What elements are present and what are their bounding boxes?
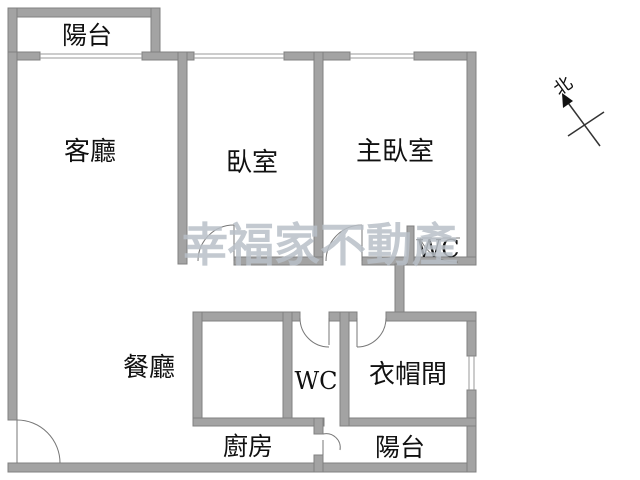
wall-left xyxy=(7,51,18,421)
compass-arrow-head-icon xyxy=(562,93,573,108)
wall-lower-left xyxy=(192,311,203,426)
label-wc: WC xyxy=(294,367,337,395)
wall-right-lower-b xyxy=(466,389,477,473)
wall-balcony-bottom-left-2 xyxy=(313,454,324,473)
label-kitchen: 廚房 xyxy=(223,432,273,461)
label-master-bedroom: 主臥室 xyxy=(356,137,434,167)
label-closet: 衣帽間 xyxy=(369,360,447,390)
label-wc-master: WC xyxy=(416,235,459,263)
north-compass: 北 xyxy=(550,73,605,147)
label-balcony-bottom: 陽台 xyxy=(375,433,425,462)
wall-lower-mid-a xyxy=(192,417,325,427)
room-labels: 陽台 客廳 臥室 主臥室 WC 餐廳 WC 衣帽間 廚房 陽台 xyxy=(62,21,460,462)
wall-wc-master-partition xyxy=(406,225,415,266)
label-balcony-top: 陽台 xyxy=(62,21,112,50)
label-bedroom: 臥室 xyxy=(226,148,278,178)
wall-right-upper xyxy=(466,51,477,265)
wall-top-b xyxy=(141,51,195,61)
windows xyxy=(40,53,475,390)
walls xyxy=(7,7,477,473)
wall-balcony-bottom-left xyxy=(313,417,324,435)
compass-label: 北 xyxy=(550,73,577,101)
wall-lower-top-c xyxy=(385,311,477,322)
wall-bottom xyxy=(7,462,477,473)
doors xyxy=(16,224,460,464)
watermark: 幸福家不動產 xyxy=(182,218,458,272)
label-living-room: 客廳 xyxy=(64,137,116,167)
wall-kitchen-counter xyxy=(282,311,293,426)
wall-lower-mid-b xyxy=(339,417,477,427)
compass-arrow-line xyxy=(565,99,601,147)
compass-cross-line xyxy=(567,111,605,137)
wall-wc-right xyxy=(339,311,350,427)
label-dining-room: 餐廳 xyxy=(123,353,175,383)
wall-balcony-top-top xyxy=(7,7,161,18)
wall-bedroom-left xyxy=(177,51,188,265)
